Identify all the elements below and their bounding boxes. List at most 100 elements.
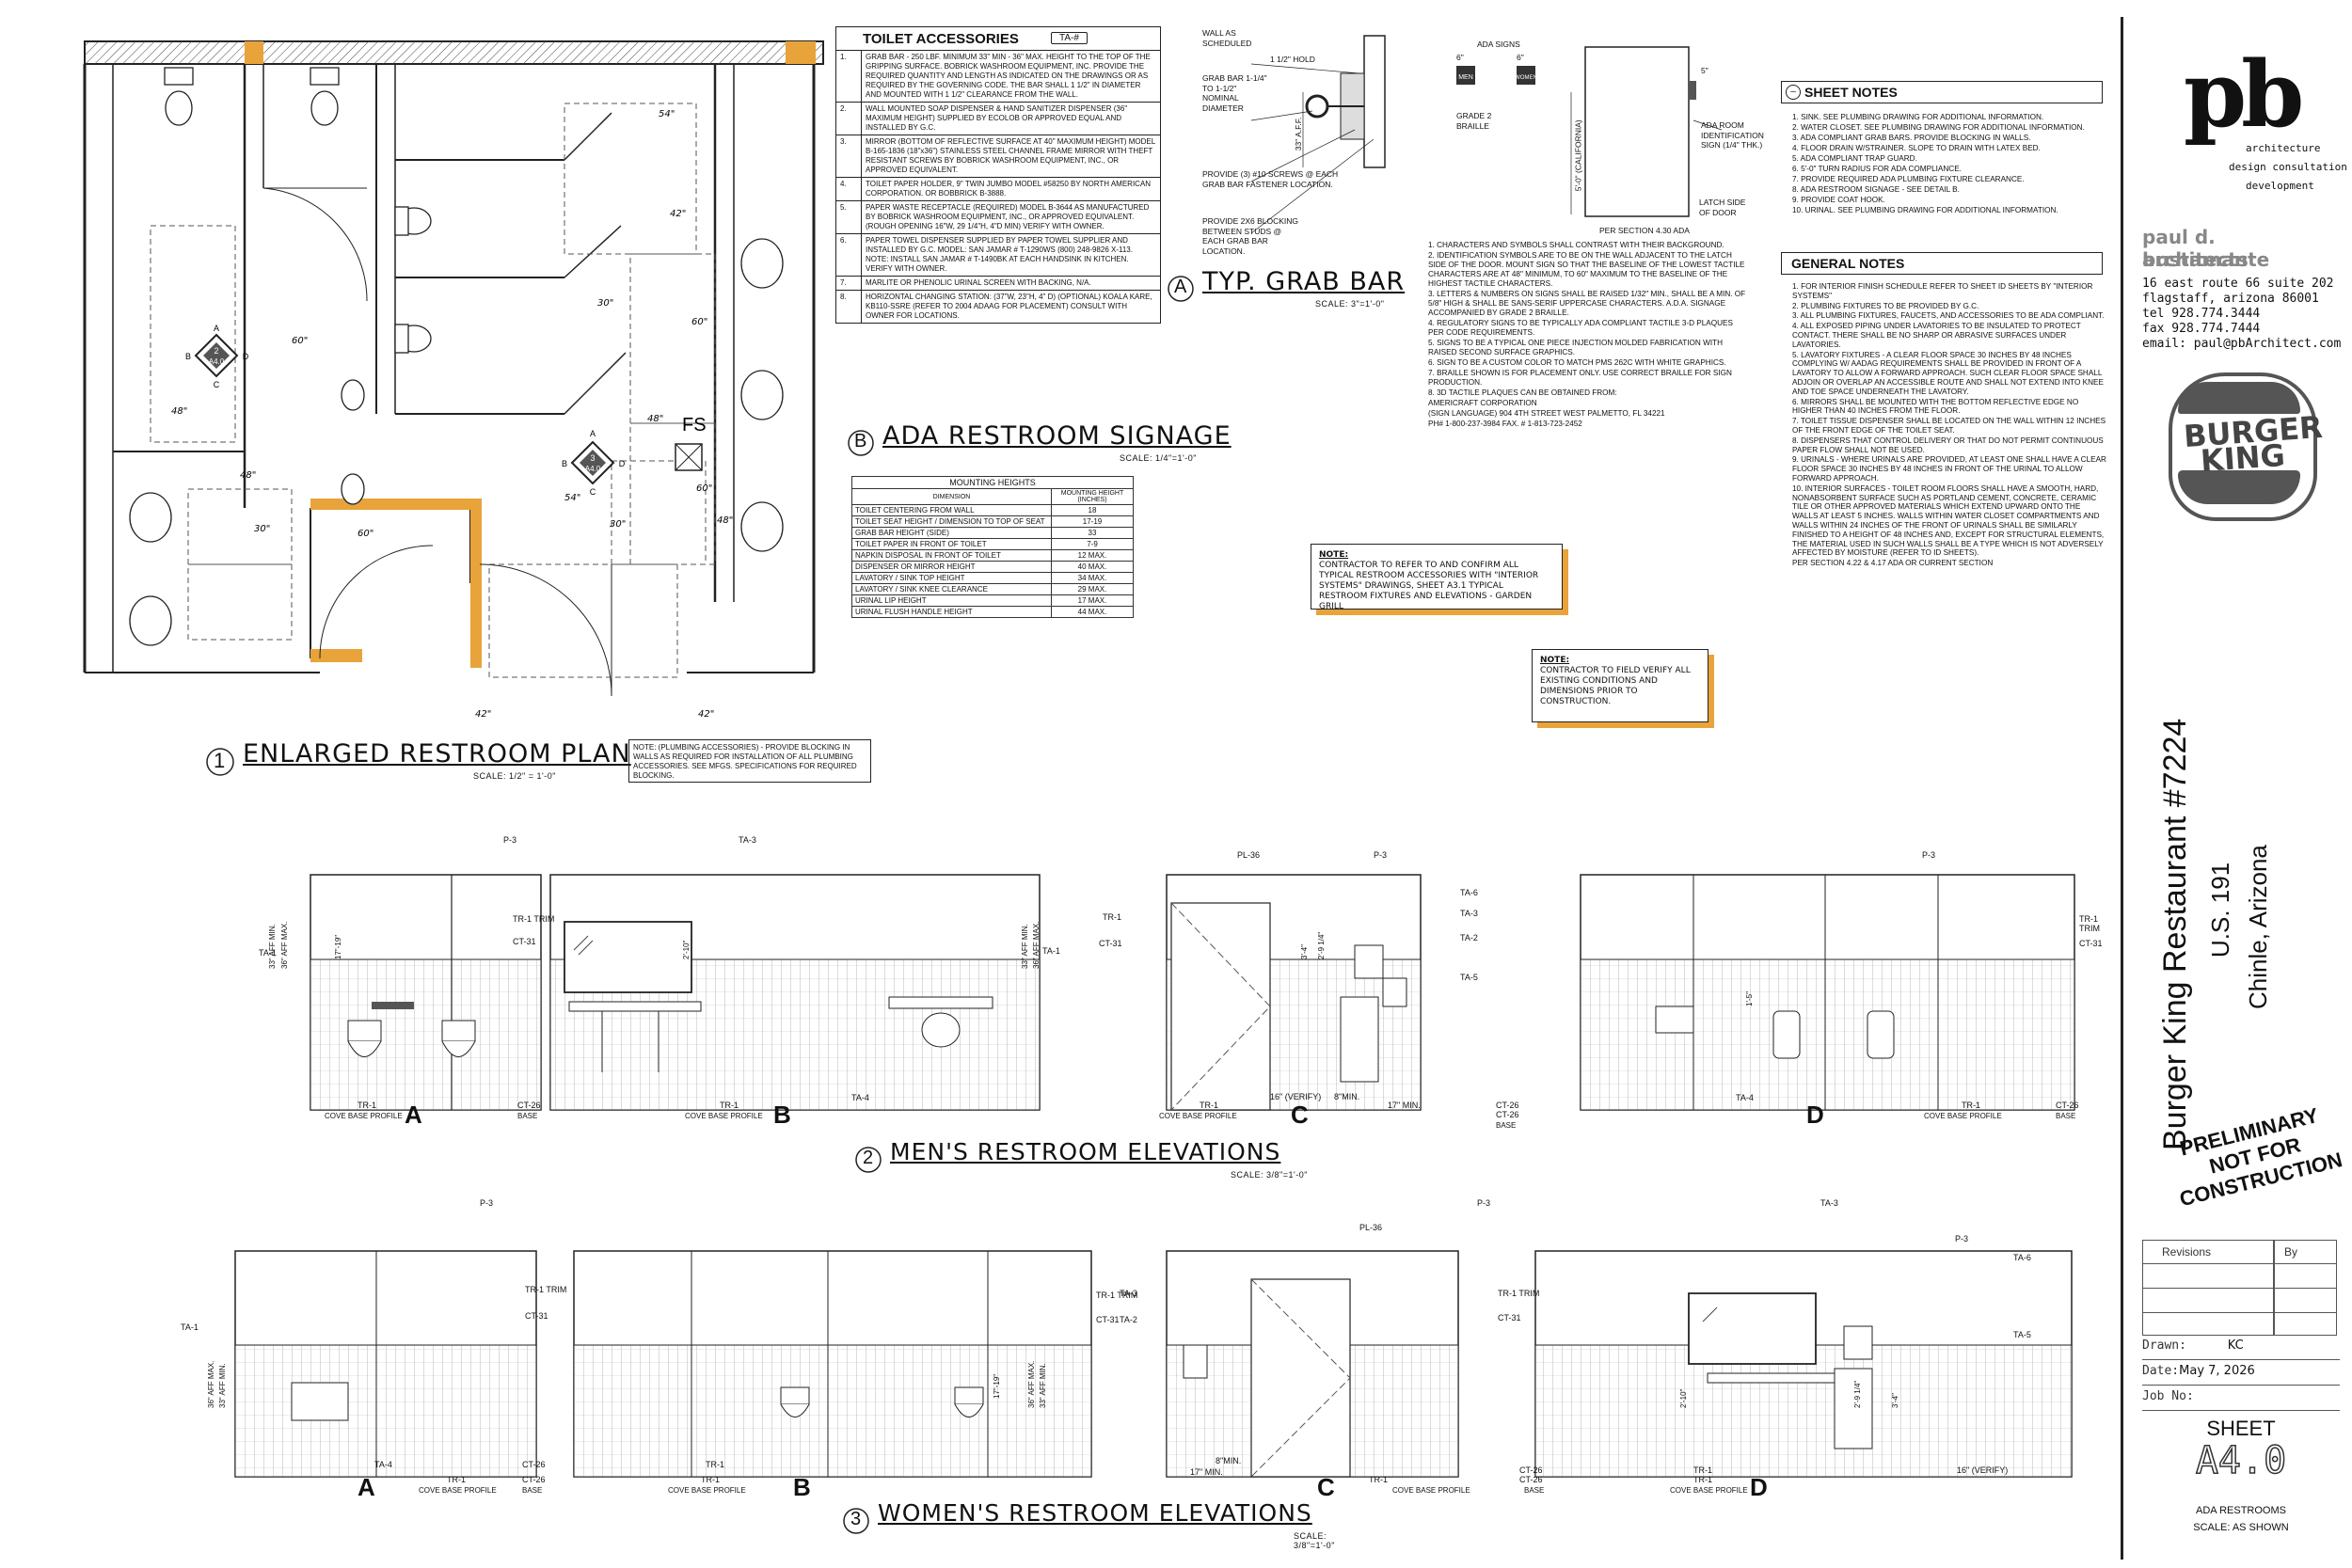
tag: TA-5 xyxy=(1460,973,1478,982)
ta-row: 1.GRAB BAR - 250 LBF. MINIMUM 33" MIN - … xyxy=(835,50,1161,103)
tag: CT-26 xyxy=(1519,1465,1543,1475)
plan-title-block: 1 ENLARGED RESTROOM PLAN SCALE: 1/2" = 1… xyxy=(205,739,638,781)
dim: 3'-4" xyxy=(1300,944,1309,959)
mens-title: MEN'S RESTROOM ELEVATIONS xyxy=(890,1138,1281,1165)
firm-address: 16 east route 66 suite 202 xyxy=(2142,277,2334,291)
ada-sign-label: 5'-0" (CALIFORNIA) xyxy=(1573,119,1583,192)
note-item: 1. FOR INTERIOR FINISH SCHEDULE REFER TO… xyxy=(1792,282,2093,300)
base-label: BASE xyxy=(1496,1121,1517,1130)
elev-letter: A xyxy=(358,1473,375,1501)
tag: TR-1 xyxy=(1103,912,1121,922)
mh-height: 17 MAX. xyxy=(1051,594,1134,607)
base-label: BASE xyxy=(522,1486,543,1495)
mh-dimension: DISPENSER OR MIRROR HEIGHT xyxy=(851,561,1052,573)
tag: P-3 xyxy=(1477,1198,1491,1208)
project-road: U.S. 191 xyxy=(2206,862,2234,958)
dim: 17" MIN. xyxy=(1190,1467,1223,1477)
note-item: 7. TOILET TISSUE DISPENSER SHALL BE LOCA… xyxy=(1792,417,2106,435)
tag: CT-26 xyxy=(2056,1101,2079,1110)
tag: TA-3 xyxy=(1460,909,1478,918)
project-name: Burger King Restaurant #7224 xyxy=(2157,718,2193,1150)
ta-row-number: 7. xyxy=(835,276,862,291)
firm-address: flagstaff, arizona 86001 xyxy=(2142,292,2319,306)
ada-signs-detail: MEN WOMEN xyxy=(1456,46,1723,217)
mens-tags: P-3 TA-3 PL-36 P-3 P-3 TA-1 TR-1 TRIM CT… xyxy=(0,828,2117,1138)
mh-height: 7-9 xyxy=(1051,538,1134,550)
ta-table: 1.GRAB BAR - 250 LBF. MINIMUM 33" MIN - … xyxy=(835,50,1161,324)
ta-row-text: TOILET PAPER HOLDER, 9" TWIN JUMBO MODEL… xyxy=(861,177,1161,201)
dim-label: 60" xyxy=(691,317,707,327)
dim: 2'-10" xyxy=(682,940,691,959)
mh-height: 44 MAX. xyxy=(1051,606,1134,618)
ada-sign-label: GRADE 2 BRAILLE xyxy=(1456,111,1492,131)
ada-sign-label: LATCH SIDE OF DOOR xyxy=(1699,198,1746,217)
ta-row-number: 3. xyxy=(835,135,862,178)
tag: TR-1 TRIM xyxy=(513,914,555,924)
general-notes-list: 1. FOR INTERIOR FINISH SCHEDULE REFER TO… xyxy=(1792,282,2107,569)
section-marker[interactable]: 2 A4.0 A B C D xyxy=(185,324,249,389)
mh-height: 33 xyxy=(1051,527,1134,539)
toilet xyxy=(341,379,365,411)
ta-row: 8.HORIZONTAL CHANGING STATION: (37"W, 23… xyxy=(835,290,1161,324)
ta-row-text: PAPER WASTE RECEPTACLE (REQUIRED) MODEL … xyxy=(861,200,1161,234)
tag: TA-6 xyxy=(2013,1253,2031,1262)
dim: 33" AFF MIN. xyxy=(218,1363,227,1408)
marker-num: 2 xyxy=(214,346,218,356)
ta-tag: TA-# xyxy=(1051,32,1088,44)
tag: TR-1 TRIM xyxy=(2079,914,2100,933)
marker-sheet: A4.0 xyxy=(209,357,225,366)
grab-bar-label: 1 1/2" HOLD xyxy=(1270,55,1315,64)
marker-letter: A xyxy=(590,429,596,438)
dim: 36" AFF MAX. xyxy=(207,1360,215,1408)
project-location: Chinle, Arizona xyxy=(2244,845,2272,1009)
dim: 36" AFF MAX. xyxy=(280,921,289,969)
mh-height: 12 MAX. xyxy=(1051,549,1134,562)
tag: P-3 xyxy=(1374,850,1388,860)
note-item: 3. ADA COMPLIANT GRAB BARS. PROVIDE BLOC… xyxy=(1792,134,2031,142)
elev-letter: B xyxy=(773,1101,791,1129)
womens-number: 3 xyxy=(850,1509,862,1529)
tag: TA-6 xyxy=(1460,888,1478,897)
firm-tagline: development xyxy=(2246,180,2314,192)
note-item: (SIGN LANGUAGE) 904 4TH STREET WEST PALM… xyxy=(1428,409,1665,418)
drawn-label: Drawn: xyxy=(2142,1338,2186,1353)
dim-label: 48" xyxy=(171,406,187,417)
dim: 36" AFF MAX. xyxy=(1027,1360,1036,1408)
general-notes-title: GENERAL NOTES xyxy=(1791,256,1905,271)
ada-sign-label: PER SECTION 4.30 ADA xyxy=(1599,226,1690,235)
toilet xyxy=(310,90,339,126)
ta-row: 3.MIRROR (BOTTOM OF REFLECTIVE SURFACE A… xyxy=(835,135,1161,178)
sink xyxy=(129,595,172,646)
ta-row: 5.PAPER WASTE RECEPTACLE (REQUIRED) MODE… xyxy=(835,200,1161,234)
tag: CT-31 xyxy=(2079,939,2103,948)
tag: TA-4 xyxy=(1736,1093,1754,1102)
mh-row: TOILET SEAT HEIGHT / DIMENSION TO TOP OF… xyxy=(851,515,1134,528)
date-row: Date:May 7, 2026 xyxy=(2142,1364,2340,1386)
note-item: 10. INTERIOR SURFACES - TOILET ROOM FLOO… xyxy=(1792,483,2105,558)
plan-scale: SCALE: 1/2" = 1'-0" xyxy=(473,771,556,781)
title-block: pb architecture design consultation deve… xyxy=(2121,17,2347,1560)
note-title: NOTE: xyxy=(1540,656,1570,665)
dim: 1'-5" xyxy=(1745,991,1754,1006)
note-item: 8. ADA RESTROOM SIGNAGE - SEE DETAIL B. xyxy=(1792,185,1960,194)
dim: 16" (VERIFY) xyxy=(1270,1092,1322,1101)
note-item: AMERICRAFT CORPORATION xyxy=(1428,399,1537,407)
mh-dimension: URINAL LIP HEIGHT xyxy=(851,594,1052,607)
ada-sign-notes: 1. CHARACTERS AND SYMBOLS SHALL CONTRAST… xyxy=(1428,241,1748,430)
date-value: May 7, 2026 xyxy=(2179,1364,2255,1378)
note-title: NOTE: xyxy=(1319,550,1349,560)
note-item: 2. PLUMBING FIXTURES TO BE PROVIDED BY G… xyxy=(1792,301,1979,310)
toilet-accessories-schedule: TOILET ACCESSORIES TA-# 1.GRAB BAR - 250… xyxy=(835,26,1161,324)
sign-word: MEN xyxy=(1458,74,1473,81)
mh-dimension: URINAL FLUSH HANDLE HEIGHT xyxy=(851,606,1052,618)
mh-title: MOUNTING HEIGHTS xyxy=(851,476,1134,489)
signage-letter: B xyxy=(854,431,867,451)
section-marker[interactable]: 3 A4.0 A B C D xyxy=(562,429,626,497)
drawn-row: Drawn: KC xyxy=(2142,1338,2340,1360)
mh-dimension: LAVATORY / SINK KNEE CLEARANCE xyxy=(851,583,1052,595)
base-label: COVE BASE PROFILE xyxy=(1924,1112,2002,1120)
mh-dimension: LAVATORY / SINK TOP HEIGHT xyxy=(851,572,1052,584)
mh-row: GRAB BAR HEIGHT (SIDE)33 xyxy=(851,527,1134,539)
